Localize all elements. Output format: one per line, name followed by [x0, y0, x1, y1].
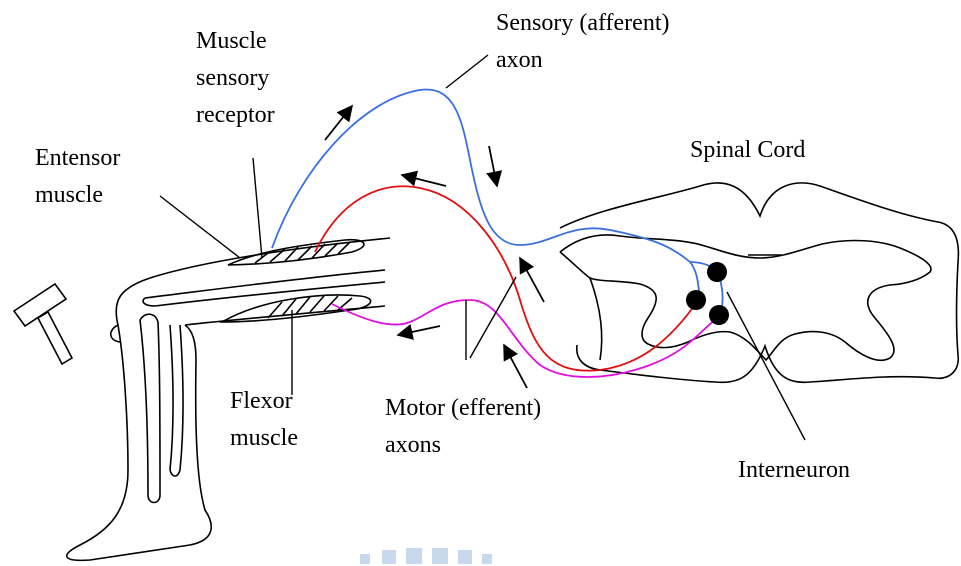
arrow-sensory-up: [325, 106, 352, 140]
motor-axon-extensor-path: [315, 186, 697, 370]
reflex-hammer-icon: [14, 284, 72, 364]
label-motor-axons: Motor (efferent) axons: [385, 390, 541, 464]
arrow-motor-red: [402, 175, 446, 186]
arrow-motor-magenta: [398, 326, 440, 335]
leader-motor-1: [470, 277, 516, 358]
interneuron-cell-3: [709, 305, 729, 325]
motor-axon-flexor-path: [332, 300, 720, 377]
label-extensor-muscle: Entensor muscle: [35, 140, 120, 214]
flexor-muscle-shape: [222, 295, 371, 322]
watermark-logo: [360, 548, 492, 564]
arrow-motor-magenta-ascend: [504, 345, 527, 388]
label-interneuron: Interneuron: [738, 452, 850, 489]
label-sensory-axon: Sensory (afferent) axon: [496, 5, 669, 79]
interneuron-cell-1: [707, 262, 727, 282]
direction-arrows: [325, 106, 544, 388]
leg-outline: [67, 238, 390, 560]
arrow-motor-red-ascend: [520, 258, 544, 302]
label-flexor-muscle: Flexor muscle: [230, 383, 298, 457]
arrow-sensory-down: [489, 146, 497, 186]
leader-interneuron: [727, 292, 805, 440]
label-muscle-sensory-receptor: Muscle sensory receptor: [196, 23, 275, 134]
leader-sensory-axon: [446, 55, 488, 88]
label-spinal-cord: Spinal Cord: [690, 132, 805, 169]
leader-receptor: [253, 158, 262, 258]
sensory-axon-path: [272, 90, 700, 298]
leader-extensor: [160, 196, 240, 258]
interneuron-cell-2: [686, 290, 706, 310]
